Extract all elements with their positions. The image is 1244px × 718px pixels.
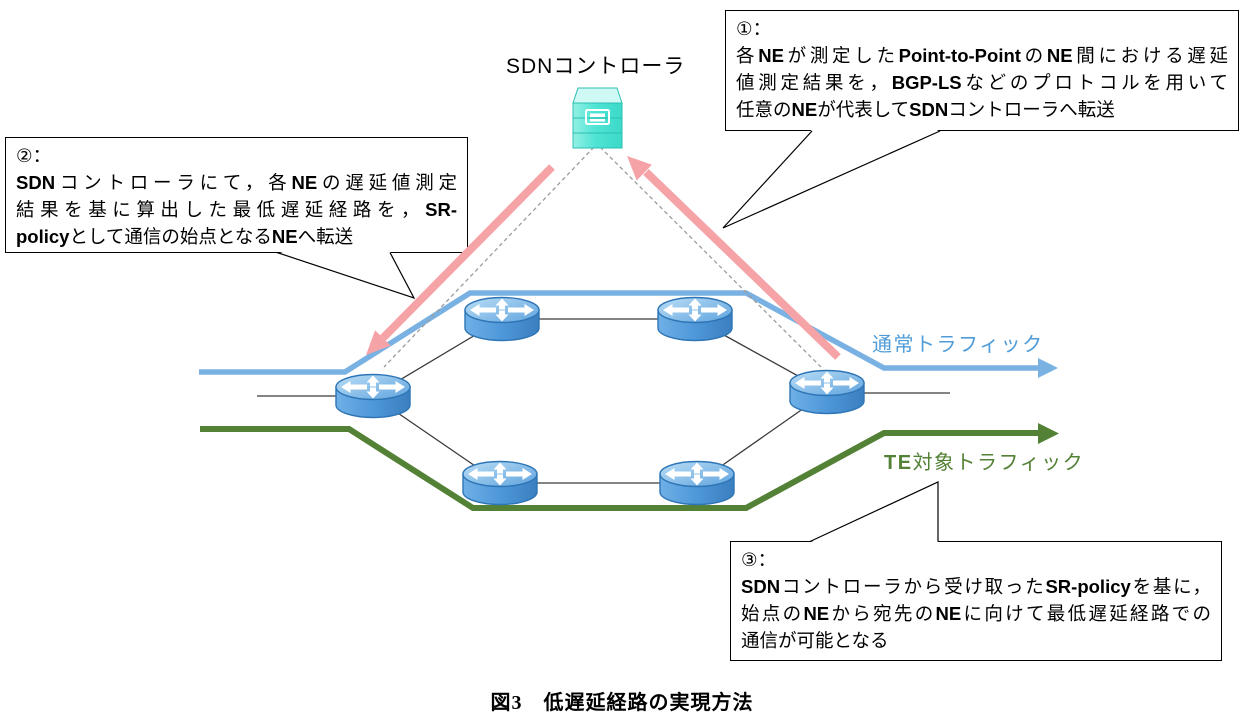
te-traffic-path <box>200 423 1059 511</box>
normal-traffic-path <box>199 290 1058 378</box>
callout-text-line: 通信が可能となる <box>741 630 889 651</box>
callout-step3: ③： SDNコントローラから受け取ったSR-policyを基に， 始点のNEから宛先… <box>730 541 1222 661</box>
callout-tail-step2 <box>276 251 416 300</box>
callout-text-line: 各NEが測定したPoint-to-PointのNE間における遅延 <box>736 45 1228 66</box>
sdn-controller-label: SDNコントローラ <box>506 55 686 78</box>
controller-link-right <box>599 146 822 368</box>
router-icon <box>657 296 733 342</box>
measurement-report-arrow <box>627 156 841 360</box>
callout-step-number: ③： <box>741 549 777 570</box>
callout-text-line: 始点のNEから宛先のNEに向けて最低遅延経路での <box>741 603 1211 624</box>
router-icon <box>789 369 865 415</box>
controller-links-dashed <box>383 146 822 368</box>
te-traffic-label: TE対象トラフィック <box>884 452 1085 474</box>
callout-text-line: 値測定結果を，BGP-LSなどのプロトコルを用いて <box>736 72 1228 93</box>
sdn-server-icon <box>572 87 623 149</box>
router-icon <box>335 373 411 419</box>
callout-text-line: policyとして通信の始点となるNEへ転送 <box>16 226 354 247</box>
callout-tail-step3 <box>809 481 939 543</box>
router-icon <box>659 460 735 506</box>
router-icon <box>464 296 540 342</box>
callout-text-line: 任意のNEが代表してSDNコントローラへ転送 <box>736 99 1115 120</box>
callout-text-line: 結果を基に算出した最低遅延経路を，SR- <box>16 199 457 220</box>
policy-download-arrow <box>366 164 555 355</box>
router-icon <box>462 460 538 506</box>
controller-link-left <box>383 146 595 368</box>
callout-text-line: SDNコントローラから受け取ったSR-policyを基に， <box>741 576 1211 597</box>
callout-step-number: ②： <box>16 145 52 166</box>
callout-step2: ②： SDNコントローラにて，各NEの遅延値測定結果を基に算出した最低遅延経路を，… <box>5 137 468 253</box>
callout-step-number: ①： <box>736 18 772 39</box>
normal-traffic-label: 通常トラフィック <box>872 334 1044 356</box>
te-traffic-arrowhead <box>1038 423 1059 444</box>
callout-tail-step1 <box>722 129 941 229</box>
callout-text-line: SDNコントローラにて，各NEの遅延値測定 <box>16 172 457 193</box>
normal-traffic-arrowhead <box>1038 358 1058 378</box>
figure-caption: 図3 低遅延経路の実現方法 <box>490 692 754 714</box>
callout-step1: ①： 各NEが測定したPoint-to-PointのNE間における遅延値測定結果を… <box>725 10 1239 131</box>
